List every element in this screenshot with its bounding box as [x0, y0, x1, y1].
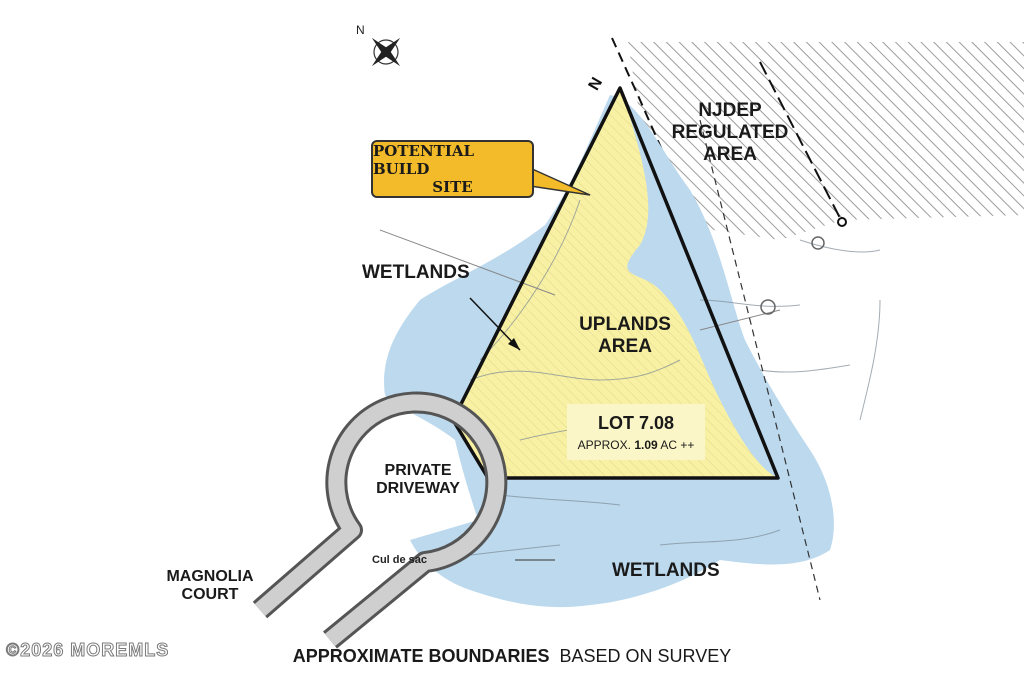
wetlands-left-label: WETLANDS [362, 262, 470, 283]
lot-acreage: APPROX. 1.09 AC ++ [577, 437, 695, 452]
lot-title: LOT 7.08 [597, 412, 675, 433]
uplands-area-label: UPLANDS AREA [579, 314, 671, 357]
footer-normal: BASED ON SURVEY [559, 646, 732, 666]
private-driveway-label: PRIVATE DRIVEWAY [376, 462, 460, 498]
svg-text:N: N [586, 75, 607, 94]
watermark: ©2026 MOREMLS [5, 640, 170, 661]
wetlands-bottom-label: WETLANDS [612, 560, 720, 581]
footer-caption: APPROXIMATE BOUNDARIES BASED ON SURVEY [0, 646, 1024, 667]
potential-build-site-callout: POTENTIAL BUILD SITE [371, 140, 534, 198]
njdep-regulated-area [628, 42, 1024, 240]
magnolia-court-label: MAGNOLIA COURT [166, 568, 254, 604]
njdep-regulated-area-label: NJDEP REGULATED AREA [671, 100, 789, 165]
north-arrow-icon: N [356, 23, 401, 67]
private-driveway [252, 391, 508, 649]
cul-de-sac-label: Cul de sac [372, 554, 428, 566]
regulated-area-boundary [759, 61, 843, 223]
footer-bold: APPROXIMATE BOUNDARIES [292, 646, 550, 666]
svg-text:N: N [356, 23, 365, 37]
lot-label-box: LOT 7.08 APPROX. 1.09 AC ++ [567, 404, 705, 460]
